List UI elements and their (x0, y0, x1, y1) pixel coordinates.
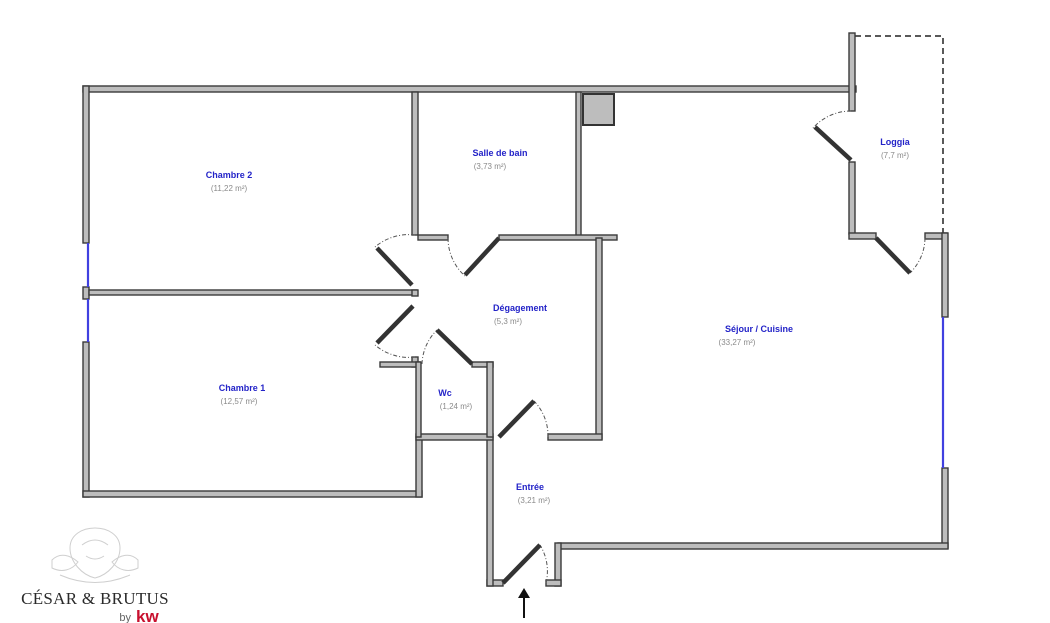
wall-loggia-lower (848, 161, 856, 235)
door-swing-loggia-bottom (909, 237, 926, 274)
door-leaf-loggia (813, 125, 853, 162)
room-area-sdb: (3,73 m²) (474, 162, 507, 171)
wall-sdb-bottom-left (417, 234, 449, 241)
wall-chambres-right-upper (411, 91, 419, 236)
door-leaf-entrance (501, 543, 542, 585)
wall-sdb-bottom-right (498, 234, 618, 241)
wall-entree-bottom-right (545, 579, 562, 587)
wall-right-lower (941, 467, 949, 549)
wall-loggia-upper (848, 32, 856, 112)
room-name-sdb: Salle de bain (472, 148, 527, 158)
wall-entree-left (486, 436, 494, 587)
room-name-degagement: Dégagement (493, 303, 547, 313)
doors (374, 110, 926, 585)
door-leaf-wc (435, 328, 474, 366)
wall-left-upper (82, 85, 90, 244)
wall-wc-bottom (415, 433, 494, 441)
room-labels: Chambre 2 (11,22 m²) Salle de bain (3,73… (206, 137, 911, 505)
room-area-entree: (3,21 m²) (518, 496, 551, 505)
wall-wc-top (379, 361, 421, 368)
room-area-wc: (1,24 m²) (440, 402, 473, 411)
room-name-chambre2: Chambre 2 (206, 170, 253, 180)
wall-right-upper (941, 232, 949, 318)
wall-left-lower (82, 341, 90, 498)
brand-logo: CÉSAR & BRUTUS by kw (21, 527, 169, 623)
room-name-wc: Wc (438, 388, 452, 398)
wall-wc-left (415, 361, 422, 438)
logo-brand-kw: kw (136, 607, 159, 623)
wall-chambres-right-mid (411, 289, 419, 297)
room-name-chambre1: Chambre 1 (219, 383, 266, 393)
room-name-loggia: Loggia (880, 137, 910, 147)
room-name-sejour: Séjour / Cuisine (725, 324, 793, 334)
lion-emblem-icon (51, 527, 139, 583)
entrance-arrow (518, 588, 530, 618)
loggia-outline (855, 35, 944, 233)
door-leaf-loggia-bottom (874, 236, 912, 275)
room-area-degagement: (5,3 m²) (494, 317, 522, 326)
wall-bottom-sejour (557, 542, 949, 550)
door-leaf-sdb (463, 236, 501, 277)
wall-top (82, 85, 857, 93)
door-swing-entrance (539, 544, 548, 584)
logo-name: CÉSAR & BRUTUS (21, 589, 169, 608)
door-swing-chambre2 (374, 234, 416, 248)
door-leaf-chambre1 (375, 304, 415, 345)
door-swing-wc (421, 329, 438, 365)
door-swing-sdb (447, 237, 466, 277)
room-area-loggia: (7,7 m²) (881, 151, 909, 160)
wall-degagement-bottom (547, 433, 603, 441)
wall-loggia-bottom (848, 232, 877, 240)
door-leaf-degagement (497, 399, 536, 439)
door-swing-loggia (812, 110, 852, 129)
door-leaf-chambre2 (375, 246, 414, 287)
walls (82, 32, 949, 587)
room-area-chambre2: (11,22 m²) (211, 184, 248, 193)
windows (86, 243, 945, 468)
door-swing-degagement (533, 400, 549, 438)
room-name-entree: Entrée (516, 482, 544, 492)
wall-step-vertical (415, 436, 423, 498)
duct-shaft (582, 93, 615, 126)
logo-by: by (119, 612, 131, 623)
wall-bottom-chambre1 (82, 490, 423, 498)
room-area-chambre1: (12,57 m²) (221, 397, 258, 406)
wall-sdb-right (575, 91, 582, 239)
door-swing-chambre1 (374, 344, 416, 358)
wall-wc-right (486, 361, 494, 438)
wall-chambre-partition (88, 289, 418, 296)
wall-left-mid (82, 286, 90, 300)
wall-degagement-right (595, 237, 603, 440)
room-area-sejour: (33,27 m²) (719, 338, 756, 347)
